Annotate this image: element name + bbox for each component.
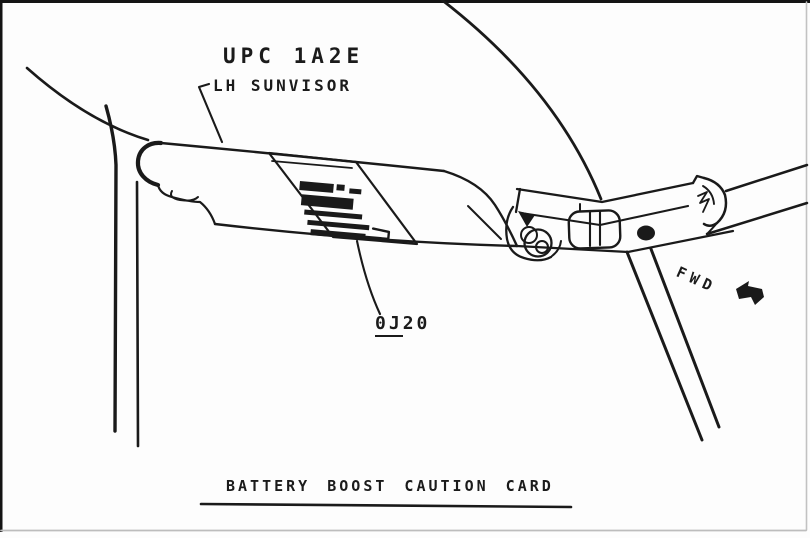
item-callout-suffix: 20 (402, 313, 431, 334)
item-callout-prefix: 0J (375, 313, 403, 337)
sunvisor-part-label: LH SUNVISOR (213, 76, 352, 95)
mount-bracket-assembly (505, 174, 728, 262)
figure-caption: BATTERY BOOST CAUTION CARD (226, 477, 554, 495)
fastener-dot (637, 225, 655, 241)
sunvisor-outline (135, 140, 519, 248)
windshield-pillar-lines (25, 66, 150, 448)
visor-swivel-clamp (505, 205, 562, 262)
illegible-printed-caution-text (299, 181, 370, 240)
label-leader-lines (197, 82, 382, 316)
center-post (515, 229, 735, 442)
roof-frame-curve (440, 0, 603, 201)
headliner-rail (705, 163, 809, 236)
upc-code-label: UPC 1A2E (223, 44, 365, 68)
fwd-arrow-icon (736, 281, 764, 305)
caption-underline (199, 502, 573, 509)
item-callout-0j20: 0J20 (375, 313, 431, 337)
caution-card (267, 151, 419, 246)
center-buckle-clip (567, 203, 622, 250)
